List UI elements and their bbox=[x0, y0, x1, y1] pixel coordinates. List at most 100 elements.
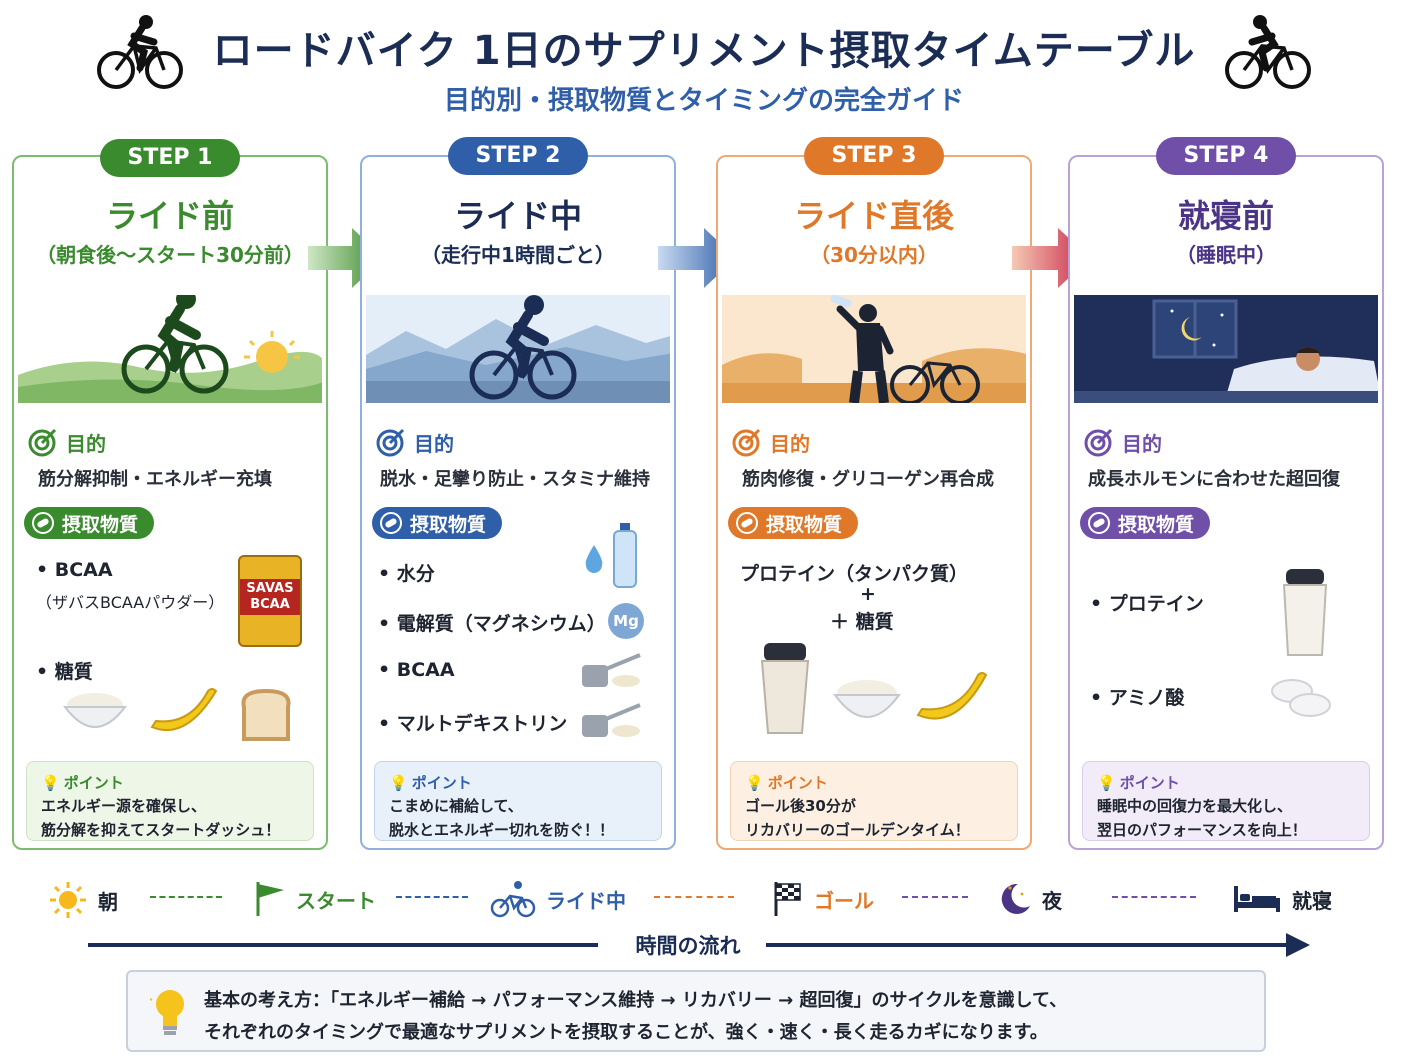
flow-label: 時間の流れ bbox=[635, 934, 741, 958]
timeline-label: 夜 bbox=[1042, 888, 1062, 913]
timeline-label: 朝 bbox=[98, 889, 118, 914]
step-card-3: STEP 3 ライド直後 （30分以内） 目的 筋肉修復・グリコーゲン再合成 摂… bbox=[716, 137, 1032, 850]
lightbulb-icon: 💡 bbox=[389, 773, 408, 792]
capsule-icon bbox=[1088, 512, 1110, 534]
step-card-4: STEP 4 就寝前 （睡眠中） 目的 成長ホルモンに合わせた超回復 摂取物質 … bbox=[1068, 137, 1384, 850]
rice-bowl-icon bbox=[833, 680, 901, 718]
point-label: ポイント bbox=[63, 774, 124, 792]
timeline-divider bbox=[396, 896, 468, 898]
timeline-divider bbox=[1112, 896, 1196, 898]
lightbulb-icon bbox=[150, 990, 184, 1035]
point-text-line2: リカバリーのゴールデンタイム！ bbox=[745, 821, 970, 839]
purpose-heading: 目的 bbox=[28, 427, 106, 457]
note-text-line2: それぞれのタイミングで最適なサプリメントを摂取することが、強く・速く・長く走るカ… bbox=[204, 1022, 1048, 1043]
powder-scoop-icon bbox=[582, 653, 641, 687]
key-concept-note: 基本の考え方：「エネルギー補給 → パフォーマンス維持 → リカバリー → 超回… bbox=[126, 970, 1266, 1052]
purpose-heading: 目的 bbox=[1084, 427, 1162, 457]
bcaa-pouch-image: SAVAS BCAA bbox=[238, 555, 302, 647]
stage-name: ライド直後 bbox=[793, 197, 954, 235]
item-protein: • プロテイン bbox=[1090, 593, 1204, 615]
powder-scoop-icon bbox=[582, 703, 641, 737]
point-label: ポイント bbox=[767, 774, 828, 792]
stage-subtitle: （走行中1時間ごと） bbox=[421, 243, 615, 267]
purpose-label: 目的 bbox=[770, 431, 810, 456]
step-card-2: STEP 2 ライド中 （走行中1時間ごと） 目的 脱水・足攣り防止・スタミナ維… bbox=[360, 137, 676, 850]
timeline-night: 夜 bbox=[996, 880, 1062, 918]
sun-icon bbox=[50, 882, 86, 918]
flow-line-left bbox=[88, 943, 598, 947]
stage-name: ライド中 bbox=[453, 197, 582, 235]
timeline-start: スタート bbox=[254, 880, 376, 918]
intake-label: 摂取物質 bbox=[62, 513, 139, 536]
point-text-line1: 睡眠中の回復力を最大化し、 bbox=[1097, 797, 1293, 815]
stage-name: 就寝前 bbox=[1177, 197, 1274, 235]
rice-bowl-icon bbox=[62, 693, 128, 728]
page-title: ロードバイク 1日のサプリメント摂取タイムテーブル bbox=[212, 28, 1196, 74]
point-label: ポイント bbox=[1119, 774, 1180, 792]
intake-pill: 摂取物質 bbox=[24, 507, 155, 539]
purpose-text: 成長ホルモンに合わせた超回復 bbox=[1088, 469, 1340, 490]
point-box: 💡 ポイント 睡眠中の回復力を最大化し、 翌日のパフォーマンスを向上！ bbox=[1082, 761, 1370, 841]
capsule-icon bbox=[736, 512, 758, 534]
item-amino-acid: • アミノ酸 bbox=[1090, 687, 1185, 709]
purpose-text: 筋肉修復・グリコーゲン再合成 bbox=[742, 469, 994, 490]
point-label: ポイント bbox=[411, 774, 472, 792]
bicycle-icon bbox=[490, 881, 536, 918]
purpose-label: 目的 bbox=[414, 431, 454, 456]
item-plus: + bbox=[860, 583, 876, 605]
target-icon bbox=[732, 428, 761, 457]
stage-subtitle: （朝食後〜スタート30分前） bbox=[36, 243, 304, 267]
step-badge: STEP 2 bbox=[448, 137, 588, 175]
moon-icon bbox=[1001, 883, 1030, 914]
point-heading: 💡 ポイント bbox=[745, 772, 1003, 793]
timeline-label: ゴール bbox=[814, 888, 874, 913]
point-text-line2: 翌日のパフォーマンスを向上！ bbox=[1097, 821, 1307, 839]
scene-morning-ride bbox=[18, 295, 322, 403]
point-heading: 💡 ポイント bbox=[1097, 772, 1355, 793]
shaker-bottle-icon bbox=[1282, 569, 1328, 656]
mg-badge: Mg bbox=[608, 603, 644, 639]
note-text-line1: 基本の考え方：「エネルギー補給 → パフォーマンス維持 → リカバリー → 超回… bbox=[204, 990, 1068, 1011]
timeline-label: ライド中 bbox=[546, 888, 626, 913]
point-heading: 💡 ポイント bbox=[389, 772, 647, 793]
intake-pill: 摂取物質 bbox=[728, 507, 859, 539]
timeline: 朝 スタート ライド中 ゴール 夜 就寝 bbox=[0, 872, 1408, 928]
point-box: 💡 ポイント エネルギー源を確保し、 筋分解を抑えてスタートダッシュ！ bbox=[26, 761, 314, 841]
flag-icon bbox=[256, 882, 284, 916]
item-maltodextrin: • マルトデキストリン bbox=[378, 713, 568, 735]
lightbulb-icon: 💡 bbox=[41, 773, 60, 792]
product-label: SAVAS BCAA bbox=[240, 579, 300, 615]
intake-label: 摂取物質 bbox=[1118, 513, 1195, 536]
timeline-bedtime: 就寝 bbox=[1232, 880, 1332, 918]
intake-label: 摂取物質 bbox=[410, 513, 487, 536]
timeline-morning: 朝 bbox=[48, 880, 118, 920]
item-electrolyte: • 電解質（マグネシウム） bbox=[378, 613, 606, 635]
scene-riding bbox=[366, 295, 670, 403]
step-badge: STEP 4 bbox=[1156, 137, 1296, 175]
lightbulb-icon: 💡 bbox=[745, 773, 764, 792]
scene-recovery bbox=[722, 295, 1026, 403]
timeline-divider bbox=[654, 896, 734, 898]
page-subtitle: 目的別・摂取物質とタイミングの完全ガイド bbox=[443, 86, 964, 116]
point-box: 💡 ポイント ゴール後30分が リカバリーのゴールデンタイム！ bbox=[730, 761, 1018, 841]
bed-icon bbox=[1234, 886, 1280, 912]
shaker-bottle-icon bbox=[760, 643, 810, 734]
pills-icon bbox=[1271, 679, 1331, 717]
timeline-goal: ゴール bbox=[772, 880, 874, 918]
purpose-label: 目的 bbox=[66, 431, 106, 456]
timeline-riding: ライド中 bbox=[490, 880, 626, 918]
timeline-divider bbox=[150, 896, 222, 898]
purpose-text: 脱水・足攣り防止・スタミナ維持 bbox=[380, 469, 650, 490]
capsule-icon bbox=[32, 512, 54, 534]
item-protein: プロテイン（タンパク質） bbox=[740, 563, 969, 585]
purpose-heading: 目的 bbox=[376, 427, 454, 457]
stage-name: ライド前 bbox=[105, 197, 234, 235]
capsule-icon bbox=[380, 512, 402, 534]
point-text-line1: こまめに補給して、 bbox=[389, 797, 523, 815]
stage-subtitle: （睡眠中） bbox=[1176, 243, 1276, 267]
timeline-divider bbox=[902, 896, 968, 898]
step-card-1: STEP 1 ライド前 （朝食後〜スタート30分前） 目的 筋分解抑制・エネルギ… bbox=[12, 139, 328, 850]
item-water: • 水分 bbox=[378, 563, 435, 585]
cyclist-icon bbox=[1225, 15, 1311, 89]
header: ロードバイク 1日のサプリメント摂取タイムテーブル 目的別・摂取物質とタイミング… bbox=[0, 0, 1408, 130]
